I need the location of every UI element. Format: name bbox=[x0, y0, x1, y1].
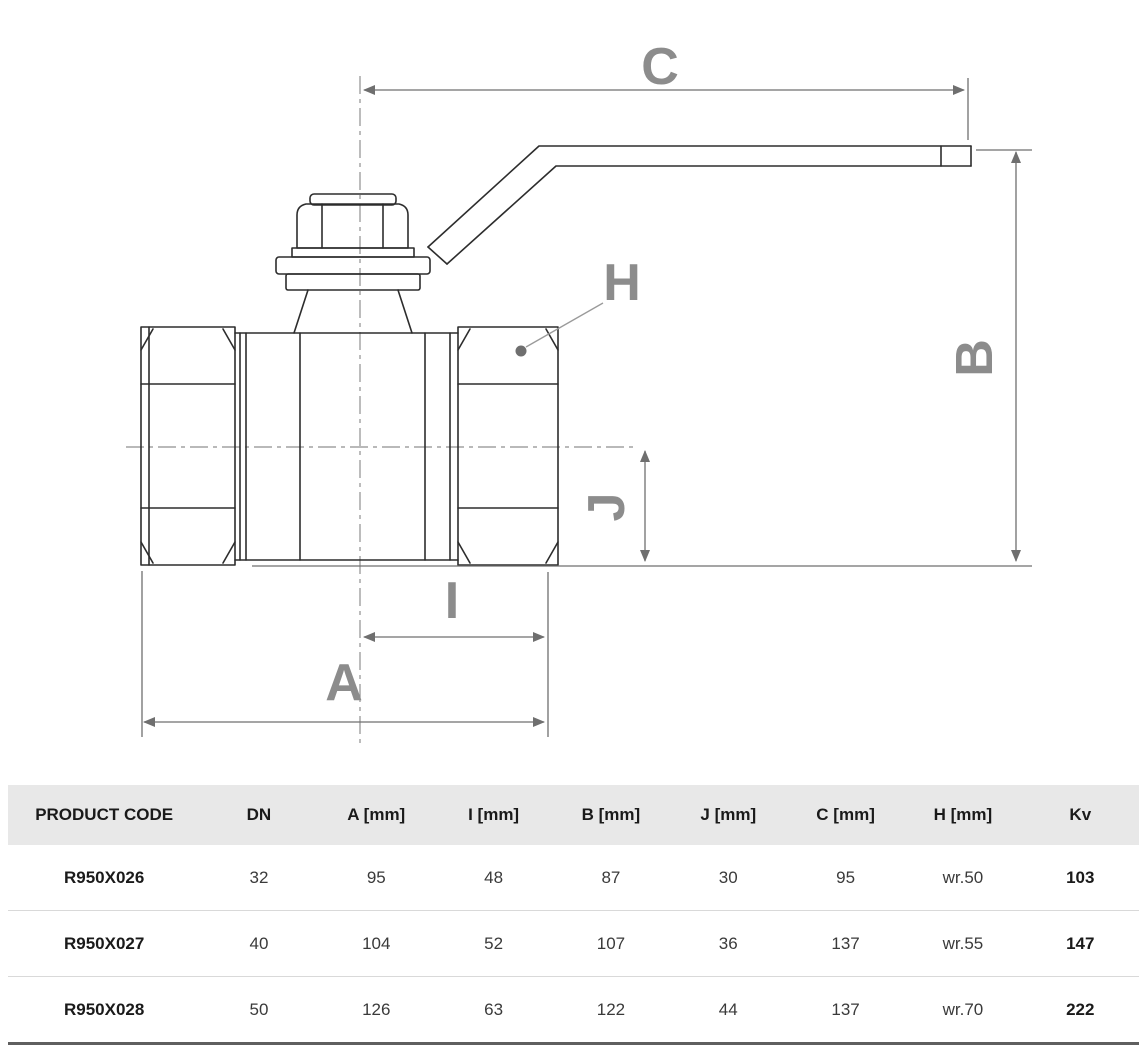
table-row: R950X026 32 95 48 87 30 95 wr.50 103 bbox=[8, 845, 1139, 911]
right-end-cap bbox=[457, 326, 559, 566]
cell-h: wr.55 bbox=[904, 910, 1022, 977]
dimension-i bbox=[363, 572, 549, 737]
valve-drawing-svg: C B H J I A bbox=[126, 38, 1032, 748]
table-row: R950X028 50 126 63 122 44 137 wr.70 222 bbox=[8, 976, 1139, 1044]
center-body bbox=[234, 289, 459, 561]
dim-label-h: H bbox=[603, 254, 641, 312]
h-reference-dot bbox=[515, 345, 527, 357]
cell-dn: 50 bbox=[200, 976, 318, 1044]
header-product-code: PRODUCT CODE bbox=[8, 785, 201, 845]
cell-i: 48 bbox=[434, 845, 553, 911]
dim-label-c: C bbox=[641, 38, 679, 96]
cell-product-code: R950X028 bbox=[8, 976, 201, 1044]
cell-i: 52 bbox=[434, 910, 553, 977]
stem-flange bbox=[275, 247, 431, 291]
centerlines bbox=[126, 76, 634, 748]
table-row: R950X027 40 104 52 107 36 137 wr.55 147 bbox=[8, 910, 1139, 977]
cell-a: 95 bbox=[317, 845, 435, 911]
h-leader bbox=[515, 302, 604, 357]
dimension-c bbox=[363, 78, 969, 140]
dim-label-j: J bbox=[578, 493, 636, 522]
dimension-a bbox=[141, 571, 545, 737]
header-dn: DN bbox=[200, 785, 318, 845]
header-i: I [mm] bbox=[434, 785, 553, 845]
dimension-lines bbox=[141, 78, 1032, 737]
header-b: B [mm] bbox=[552, 785, 670, 845]
cell-j: 36 bbox=[669, 910, 787, 977]
cell-i: 63 bbox=[434, 976, 553, 1044]
cell-c: 95 bbox=[786, 845, 905, 911]
cell-b: 87 bbox=[552, 845, 670, 911]
handle-lever bbox=[427, 145, 972, 265]
dimension-b bbox=[252, 149, 1032, 567]
cell-dn: 32 bbox=[200, 845, 318, 911]
cell-kv: 147 bbox=[1021, 910, 1139, 977]
header-j: J [mm] bbox=[669, 785, 787, 845]
table-header-row: PRODUCT CODE DN A [mm] I [mm] B [mm] J [… bbox=[8, 785, 1139, 845]
cell-j: 44 bbox=[669, 976, 787, 1044]
cell-j: 30 bbox=[669, 845, 787, 911]
header-h: H [mm] bbox=[904, 785, 1022, 845]
cell-b: 107 bbox=[552, 910, 670, 977]
spec-table: PRODUCT CODE DN A [mm] I [mm] B [mm] J [… bbox=[8, 785, 1139, 1045]
dim-label-i: I bbox=[445, 572, 459, 630]
header-c: C [mm] bbox=[786, 785, 905, 845]
left-end-cap bbox=[140, 326, 236, 566]
cell-h: wr.70 bbox=[904, 976, 1022, 1044]
cell-dn: 40 bbox=[200, 910, 318, 977]
dim-label-a: A bbox=[325, 654, 363, 712]
dimension-labels: C B H J I A bbox=[325, 38, 1004, 712]
cell-c: 137 bbox=[786, 976, 905, 1044]
cell-product-code: R950X027 bbox=[8, 910, 201, 977]
stem-hex-nut bbox=[296, 193, 409, 249]
valve-body bbox=[140, 145, 972, 566]
dim-label-b: B bbox=[946, 339, 1004, 377]
valve-technical-drawing: C B H J I A bbox=[126, 38, 1032, 748]
header-kv: Kv bbox=[1021, 785, 1139, 845]
cell-kv: 222 bbox=[1021, 976, 1139, 1044]
cell-product-code: R950X026 bbox=[8, 845, 201, 911]
cell-a: 126 bbox=[317, 976, 435, 1044]
cell-a: 104 bbox=[317, 910, 435, 977]
cell-kv: 103 bbox=[1021, 845, 1139, 911]
header-a: A [mm] bbox=[317, 785, 435, 845]
cell-c: 137 bbox=[786, 910, 905, 977]
cell-h: wr.50 bbox=[904, 845, 1022, 911]
cell-b: 122 bbox=[552, 976, 670, 1044]
